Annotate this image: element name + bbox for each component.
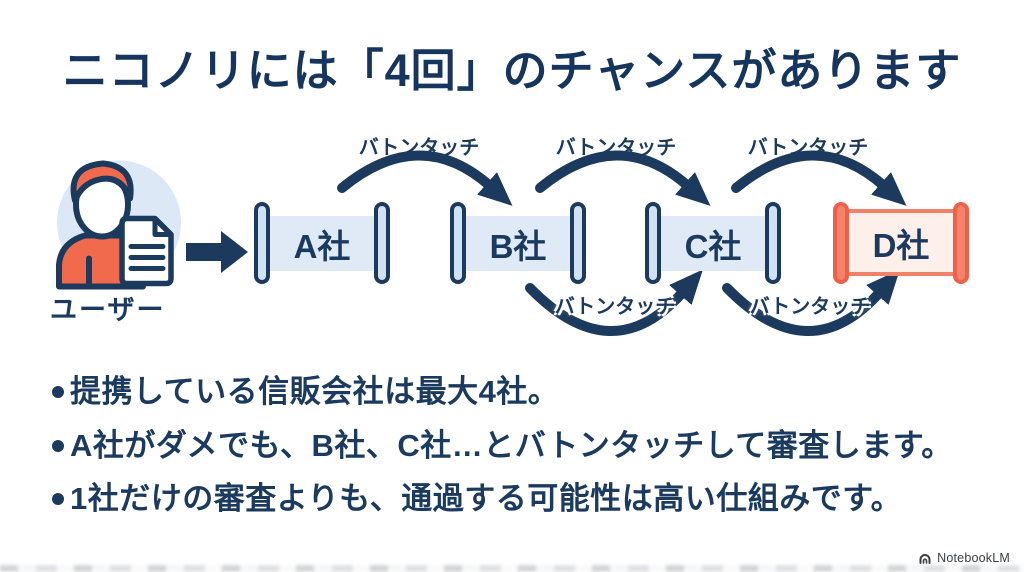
baton-pass-label-bottom-2: バトンタッチ	[749, 296, 871, 318]
company-baton-a: A社	[254, 202, 390, 284]
bottom-edge-artifact	[0, 565, 1024, 572]
bullet-text: 提携している信販会社は最大4社。	[70, 374, 560, 409]
notebooklm-logo-icon	[919, 553, 931, 564]
company-label: A社	[265, 216, 379, 271]
bullet-dot	[52, 439, 64, 452]
company-label: B社	[461, 216, 575, 271]
user-label: ユーザー	[50, 295, 166, 325]
baton-pass-label-top-2: バトンタッチ	[555, 137, 677, 159]
bullet-dot	[52, 386, 64, 398]
list-item: 提携している信販会社は最大4社。	[50, 372, 990, 412]
watermark-text: NotebookLM	[937, 551, 1010, 565]
baton-cap-icon	[645, 202, 661, 284]
baton-cap-icon	[765, 202, 781, 284]
baton-cap-icon	[570, 202, 586, 284]
baton-cap-icon	[374, 202, 390, 284]
document-icon	[119, 215, 174, 287]
baton-pass-label-bottom-1: バトンタッチ	[554, 296, 676, 318]
baton-pass-arc-top-b-c	[535, 150, 711, 206]
baton-cap-icon	[953, 202, 969, 284]
company-label: D社	[844, 209, 958, 276]
user-icon	[56, 160, 181, 290]
baton-cap-icon	[833, 202, 849, 284]
baton-pass-arc-top-c-d	[731, 150, 907, 206]
user-to-a-arrow-icon	[186, 231, 248, 273]
bullet-text: A社がダメでも、B社、C社…とバトンタッチして審査します。	[70, 427, 953, 463]
notebooklm-watermark: NotebookLM	[918, 551, 1010, 565]
baton-pass-arc-top-a-b	[337, 150, 513, 206]
company-baton-d: D社	[833, 202, 969, 284]
company-baton-c: C社	[645, 202, 781, 284]
list-item: 1社だけの審査よりも、通過する可能性は高い仕組みです。	[50, 479, 990, 519]
bullet-dot	[52, 493, 64, 506]
bullet-text: 1社だけの審査よりも、通過する可能性は高い仕組みです。	[70, 481, 903, 517]
page-title: ニコノリには「4回」のチャンスがあります	[62, 45, 962, 96]
baton-cap-icon	[254, 202, 270, 284]
baton-pass-label-top-3: バトンタッチ	[747, 137, 869, 159]
list-item: A社がダメでも、B社、C社…とバトンタッチして審査します。	[50, 426, 990, 466]
baton-pass-label-top-1: バトンタッチ	[358, 137, 480, 159]
company-label: C社	[656, 216, 770, 271]
company-baton-b: B社	[450, 202, 586, 284]
baton-cap-icon	[450, 202, 466, 284]
bullet-list: 提携している信販会社は最大4社。 A社がダメでも、B社、C社…とバトンタッチして…	[50, 372, 990, 533]
